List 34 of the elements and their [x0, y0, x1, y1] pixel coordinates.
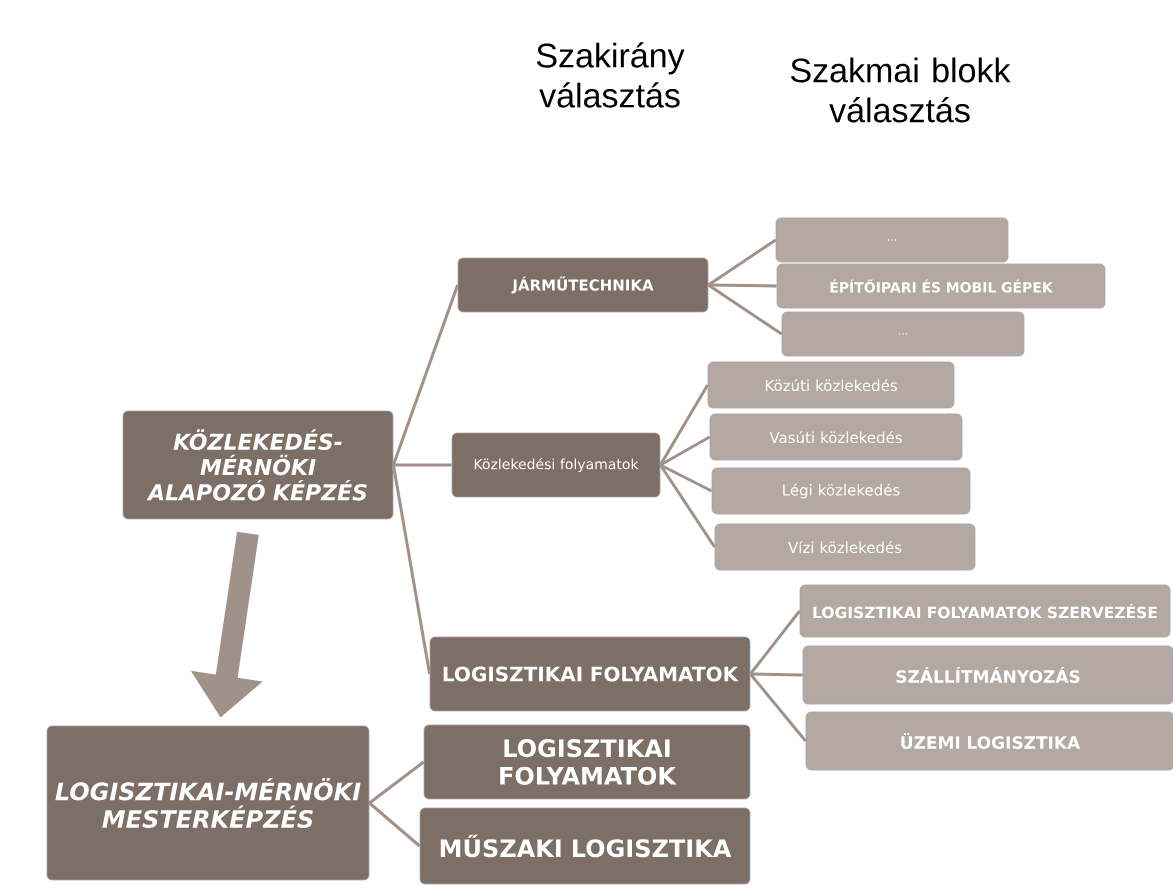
level-box: LOGISZTIKAI FOLYAMATOK	[429, 636, 751, 712]
level-box: SZÁLLÍTMÁNYOZÁS	[802, 645, 1173, 705]
connector-line	[749, 610, 801, 675]
connector-line	[749, 673, 807, 742]
connector-line	[392, 284, 459, 466]
connector-line	[391, 464, 432, 675]
connector-line	[707, 283, 783, 336]
level-box: LOGISZTIKAI FOLYAMATOK SZERVEZÉSE	[799, 584, 1171, 638]
level-box: LOGISZTIKAI-MÉRNÖKI MESTERKÉPZÉS	[46, 725, 370, 881]
level-box: Vízi közlekedés	[714, 523, 976, 571]
level-box: Közúti közlekedés	[707, 361, 955, 409]
connector-line	[707, 238, 777, 287]
connector-line	[659, 384, 709, 466]
level-box: KÖZLEKEDÉS-MÉRNÖKI ALAPOZÓ KÉPZÉS	[122, 410, 394, 520]
column-heading: Szakmai blokk választás	[791, 57, 1011, 123]
connector-line	[368, 760, 425, 805]
connector-line	[659, 464, 716, 548]
connector-line	[659, 463, 713, 493]
level-box: Vasúti közlekedés	[709, 413, 963, 461]
level-box: Közlekedési folyamatok	[451, 432, 661, 498]
level-box: JÁRMŰTECHNIKA	[457, 257, 709, 313]
column-heading: Szakirány választás	[536, 42, 685, 108]
level-box: ...	[775, 217, 1009, 263]
level-box: LOGISZTIKAI FOLYAMATOK	[423, 724, 751, 800]
level-box: Légi közlekedés	[711, 467, 971, 515]
connector-line	[750, 672, 803, 677]
connector-line	[708, 283, 777, 288]
level-box: ÉPÍTŐIPARI ÉS MOBIL GÉPEK	[776, 263, 1106, 309]
connector-line	[368, 801, 421, 848]
level-box: ...	[781, 311, 1025, 357]
level-box: ÜZEMI LOGISZTIKA	[805, 711, 1173, 771]
level-box: MŰSZAKI LOGISZTIKA	[419, 807, 751, 885]
connector-line	[393, 463, 452, 467]
connector-line	[659, 435, 711, 467]
